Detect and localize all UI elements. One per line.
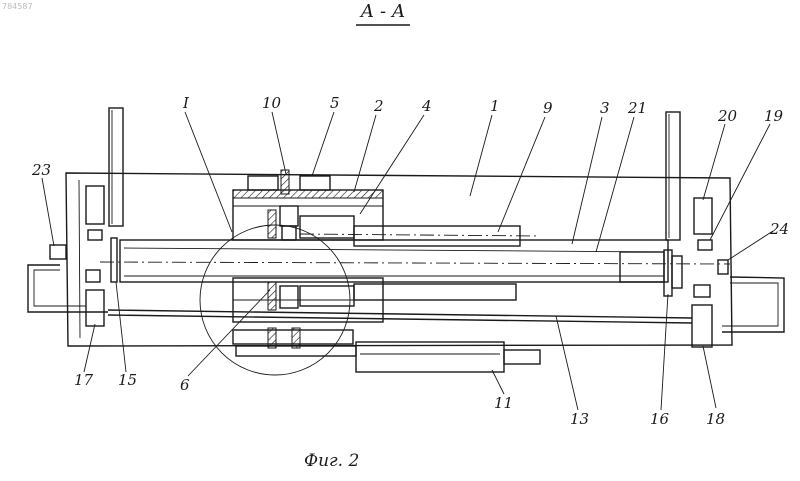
housing-body bbox=[66, 173, 732, 346]
label-3: 3 bbox=[600, 99, 610, 117]
label-18: 18 bbox=[706, 410, 725, 428]
section-title: А - А bbox=[359, 1, 406, 22]
label-21: 21 bbox=[627, 99, 647, 117]
carriage-arm-4 bbox=[300, 216, 540, 246]
label-I: I bbox=[182, 94, 190, 112]
label-24: 24 bbox=[769, 220, 789, 238]
label-16: 16 bbox=[650, 410, 670, 428]
upper-carriage bbox=[233, 170, 383, 240]
label-9: 9 bbox=[543, 99, 553, 117]
part-20-block bbox=[694, 198, 712, 234]
part-19-block bbox=[698, 240, 712, 250]
figure-caption: Фиг. 2 bbox=[304, 451, 359, 471]
label-6: 6 bbox=[180, 376, 190, 394]
part-15-pin bbox=[111, 238, 117, 282]
part-23-block bbox=[50, 245, 66, 259]
label-15: 15 bbox=[118, 371, 137, 389]
label-11: 11 bbox=[494, 394, 513, 412]
right-vertical-rod bbox=[666, 112, 680, 240]
label-23: 23 bbox=[31, 161, 51, 179]
label-17: 17 bbox=[74, 371, 94, 389]
label-10: 10 bbox=[262, 94, 282, 112]
part-17-block bbox=[86, 290, 104, 326]
left-upper-block bbox=[86, 186, 104, 224]
part-24-block bbox=[718, 260, 728, 274]
label-1: 1 bbox=[490, 97, 500, 115]
part-18-block bbox=[692, 305, 712, 347]
part-labels: I 10 5 2 4 1 9 3 21 20 19 23 24 17 15 6 … bbox=[31, 94, 789, 428]
cylinder-11 bbox=[233, 328, 540, 372]
watermark-text: 784587 bbox=[2, 2, 33, 11]
left-vertical-rod bbox=[109, 108, 123, 226]
label-2: 2 bbox=[373, 97, 384, 115]
label-20: 20 bbox=[717, 107, 738, 125]
label-4: 4 bbox=[421, 97, 432, 115]
label-13: 13 bbox=[570, 410, 589, 428]
label-5: 5 bbox=[330, 94, 340, 112]
label-19: 19 bbox=[764, 107, 784, 125]
guide-rail-13 bbox=[108, 310, 692, 323]
